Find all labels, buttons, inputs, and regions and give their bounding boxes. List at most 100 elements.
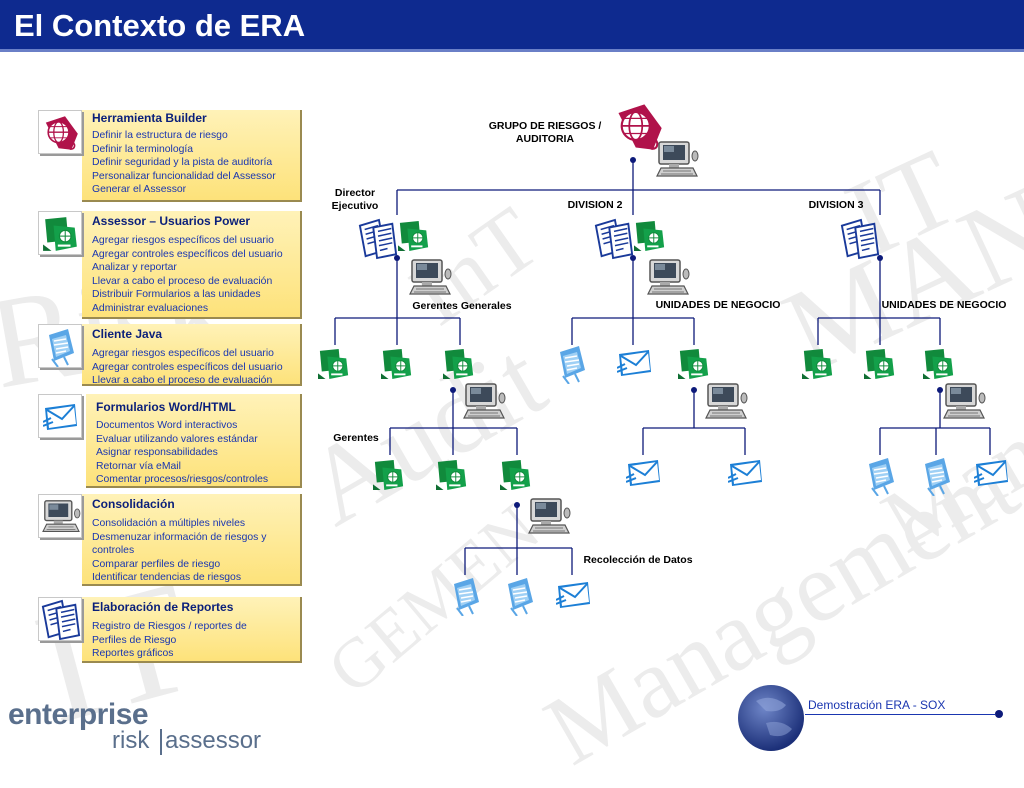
bullet-icon (995, 710, 1003, 718)
panel-consolidation (82, 494, 302, 586)
assessor-icon (381, 346, 413, 382)
panel-text-java: Cliente Java Agregar riesgos específicos… (92, 327, 302, 388)
java-client-icon (920, 456, 954, 496)
panel-item: Reportes gráficos (92, 648, 174, 660)
java-client-icon (449, 576, 483, 616)
panel-title: Assessor – Usuarios Power (92, 214, 251, 228)
label-director: Director Ejecutivo (331, 187, 379, 212)
report-icon (594, 218, 634, 260)
computer-icon (38, 494, 82, 538)
assessor-icon (318, 346, 350, 382)
page-title: El Contexto de ERA (14, 8, 306, 43)
logo-risk: risk (112, 727, 150, 754)
panel-title: Cliente Java (92, 327, 163, 341)
mail-form-icon (626, 458, 662, 488)
mail-form-icon (556, 580, 592, 610)
demo-link[interactable]: Demostración ERA - SOX (808, 698, 946, 712)
assessor-icon (678, 346, 710, 382)
panel-item: Agregar riesgos específicos del usuario (92, 348, 274, 359)
assessor-icon (373, 457, 405, 493)
java-client-icon (38, 324, 82, 368)
logo-divider (160, 729, 162, 755)
panel-item: Agregar riesgos específicos del usuario (92, 235, 274, 246)
panel-item: Desmenuzar información de riesgos y cont… (92, 531, 267, 557)
panel-title: Elaboración de Reportes (92, 600, 234, 614)
panel-item: Analizar y reportar (92, 262, 177, 274)
panel-item: Distribuir Formularios a las unidades (92, 289, 261, 301)
computer-icon (646, 258, 690, 298)
assessor-icon (923, 346, 955, 382)
panel-text-consolidation: Consolidación Consolidación a múltiples … (92, 497, 298, 585)
panel-text-forms: Formularios Word/HTML Documentos Word in… (96, 400, 302, 487)
assessor-icon (436, 457, 468, 493)
panel-text-builder: Herramienta Builder Definir la estructur… (92, 111, 302, 197)
panel-text-reports: Elaboración de Reportes Registro de Ries… (92, 600, 272, 661)
panel-title: Herramienta Builder (92, 111, 207, 125)
globe-logo-icon (738, 685, 804, 751)
globe-person-icon (38, 110, 82, 154)
label-managers: Gerentes (333, 432, 379, 444)
panel-title: Consolidación (92, 497, 175, 511)
panel-item: Comparar perfiles de riesgo (92, 558, 221, 570)
panel-java (82, 324, 302, 386)
assessor-icon (443, 346, 475, 382)
panel-item: Definir la terminología (92, 143, 194, 155)
computer-icon (462, 382, 506, 422)
panel-item: Agregar controles específicos del usuari… (92, 361, 283, 373)
panel-item: Consolidación a múltiples niveles (92, 518, 246, 529)
assessor-icon (38, 211, 82, 255)
panel-item: Identificar tendencias de riesgos (92, 572, 242, 584)
mail-form-icon (38, 394, 82, 438)
report-icon (358, 218, 398, 260)
panel-item: Administrar evaluaciones (92, 302, 209, 314)
demo-link-underline (805, 714, 995, 715)
label-division2: DIVISION 2 (567, 199, 623, 211)
computer-icon (942, 382, 986, 422)
panel-item: Definir la estructura de riesgo (92, 130, 228, 141)
panel-item: Comentar procesos/riesgos/controles (96, 474, 269, 486)
java-client-icon (555, 344, 589, 384)
label-data-collection: Recolección de Datos (583, 554, 693, 566)
label-business-units-3: UNIDADES DE NEGOCIO (881, 299, 1007, 311)
mail-form-icon (617, 348, 653, 378)
panel-item: Registro de Riesgos / reportes de Perfil… (92, 621, 247, 646)
computer-icon (655, 140, 699, 180)
report-icon (840, 218, 880, 260)
assessor-icon (398, 218, 430, 254)
mail-form-icon (728, 458, 764, 488)
label-business-units-2: UNIDADES DE NEGOCIO (655, 299, 781, 311)
panel-item: Definir seguridad y la pista de auditorí… (92, 157, 273, 169)
assessor-icon (864, 346, 896, 382)
panel-reports (82, 597, 302, 663)
panel-item: Evaluar utilizando valores estándar (96, 433, 258, 445)
label-group: GRUPO DE RIESGOS / AUDITORIA (488, 120, 602, 145)
panel-item: Personalizar funcionalidad del Assessor (92, 170, 276, 182)
java-client-icon (864, 456, 898, 496)
panel-item: Llevar a cabo el proceso de evaluación (92, 375, 273, 387)
computer-icon (408, 258, 452, 298)
logo-assessor: assessor (165, 727, 262, 754)
label-division3: DIVISION 3 (808, 199, 864, 211)
panel-item: Generar el Assessor (92, 184, 187, 196)
logo-enterprise: enterprise (8, 698, 149, 731)
panel-forms (86, 394, 302, 488)
panel-item: Documentos Word interactivos (96, 420, 238, 431)
assessor-icon (634, 218, 666, 254)
mail-form-icon (974, 458, 1010, 488)
panel-text-assessor: Assessor – Usuarios Power Agregar riesgo… (92, 214, 302, 316)
panel-item: Agregar controles específicos del usuari… (92, 248, 283, 260)
computer-icon (704, 382, 748, 422)
panel-item: Llevar a cabo el proceso de evaluación (92, 275, 273, 287)
label-general-managers: Gerentes Generales (412, 300, 512, 312)
report-icon (38, 597, 82, 641)
panel-builder-body (82, 110, 302, 202)
assessor-icon (500, 457, 532, 493)
panel-item: Asignar responsabilidades (96, 447, 218, 459)
assessor-icon (802, 346, 834, 382)
title-bar: El Contexto de ERA (0, 0, 1024, 52)
org-chart-connectors (334, 157, 991, 575)
java-client-icon (503, 576, 537, 616)
panel-item: Retornar vía eMail (96, 460, 181, 472)
computer-icon (527, 497, 571, 537)
panel-assessor (82, 211, 302, 319)
